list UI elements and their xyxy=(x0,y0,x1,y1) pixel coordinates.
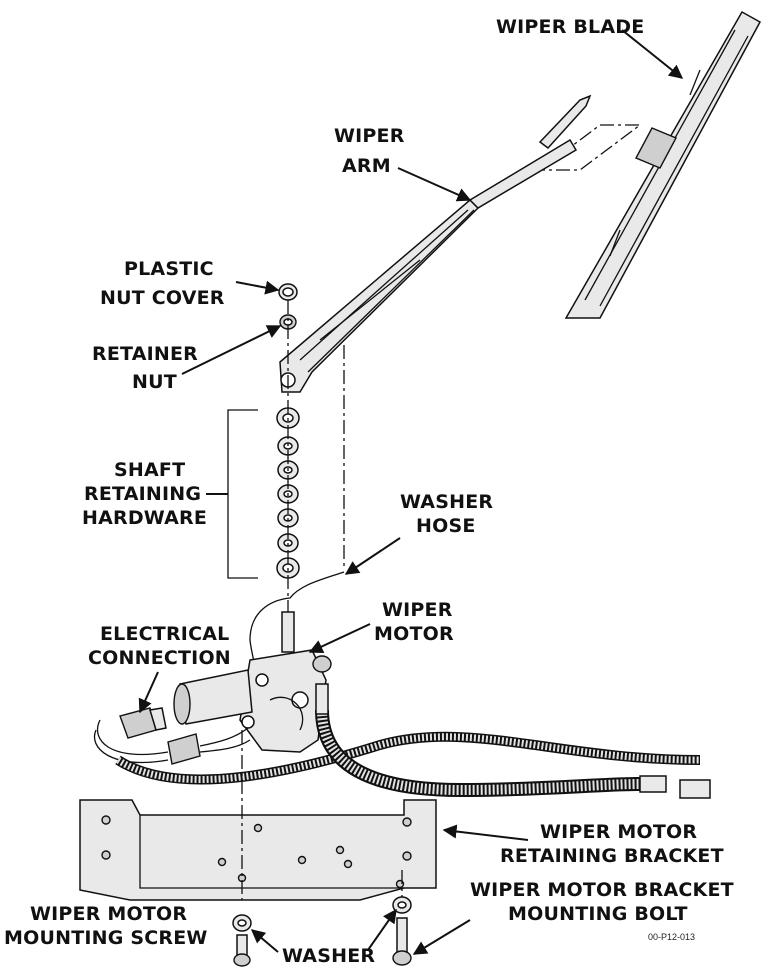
figure-code: 00-P12-013 xyxy=(648,932,695,942)
mounting-bolt xyxy=(392,896,412,966)
mounting-screw xyxy=(232,914,252,967)
plastic-nut-cover xyxy=(278,283,298,301)
leader-electrical-connection xyxy=(138,671,159,714)
label-retainer-nut-line2: NUT xyxy=(132,371,177,393)
label-retaining-bracket-line2: RETAINING BRACKET xyxy=(500,845,724,867)
label-electrical-connection-line1: ELECTRICAL xyxy=(100,623,229,645)
leader-wiper-blade xyxy=(621,29,684,79)
label-wiper-arm-line2: ARM xyxy=(342,155,391,177)
label-bracket-bolt-line1: WIPER MOTOR BRACKET xyxy=(470,879,734,901)
leader-wiper-motor xyxy=(308,623,371,654)
leader-washer-left xyxy=(250,929,279,953)
label-washer: WASHER xyxy=(282,945,375,967)
wiper-blade xyxy=(538,10,762,319)
label-bracket-bolt-line2: MOUNTING BOLT xyxy=(508,903,688,925)
label-wiper-motor-line1: WIPER xyxy=(382,599,453,621)
wiper-motor xyxy=(173,611,332,753)
corrugated-hose xyxy=(115,683,711,799)
label-wiper-motor-line2: MOTOR xyxy=(374,623,454,645)
label-mounting-screw-line2: MOUNTING SCREW xyxy=(4,927,208,949)
electrical-connector xyxy=(93,707,251,765)
label-electrical-connection-line2: CONNECTION xyxy=(88,647,231,669)
label-retaining-bracket-line1: WIPER MOTOR xyxy=(540,821,697,843)
leader-nut-cover xyxy=(235,280,280,295)
label-shaft-hardware-line1: SHAFT xyxy=(114,459,185,481)
hardware-bracket-line xyxy=(227,409,258,579)
label-shaft-hardware-line3: HARDWARE xyxy=(82,507,207,529)
leader-retainer-nut xyxy=(181,325,282,375)
wiper-motor-retaining-bracket xyxy=(79,799,437,901)
label-washer-hose-line1: WASHER xyxy=(400,491,493,513)
leader-washer-hose xyxy=(344,537,401,575)
label-wiper-blade: WIPER BLADE xyxy=(496,16,644,38)
label-nut-cover-line2: NUT COVER xyxy=(100,287,225,309)
label-shaft-hardware-line2: RETAINING xyxy=(84,483,201,505)
leader-retaining-bracket xyxy=(442,824,529,841)
label-nut-cover-line1: PLASTIC xyxy=(124,258,214,280)
wiper-arm xyxy=(279,94,592,393)
label-mounting-screw-line1: WIPER MOTOR xyxy=(30,903,187,925)
label-retainer-nut-line1: RETAINER xyxy=(92,343,198,365)
leader-bracket-bolt xyxy=(412,919,471,955)
leader-wiper-arm xyxy=(397,167,472,202)
label-wiper-arm-line1: WIPER xyxy=(334,125,405,147)
leader-washer-right xyxy=(367,908,397,951)
label-washer-hose-line2: HOSE xyxy=(416,515,476,537)
